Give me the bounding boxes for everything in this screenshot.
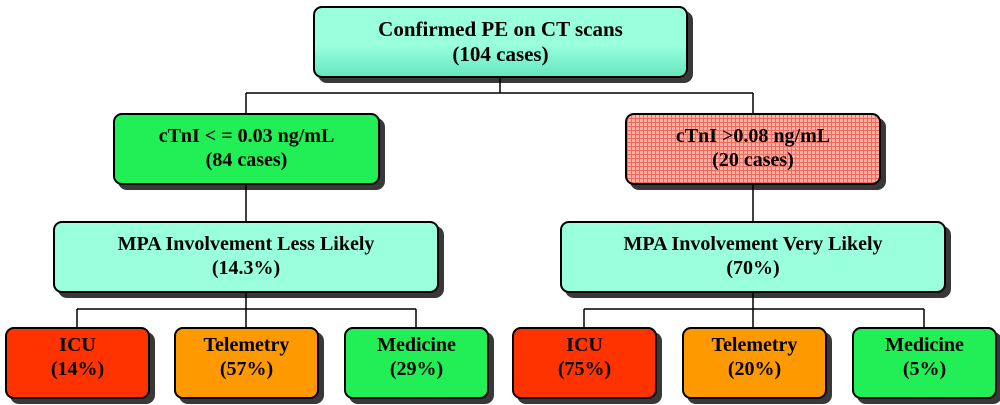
node-right-icu-percent: (75%) <box>557 358 612 380</box>
root-node-count: (104 cases) <box>452 42 549 66</box>
node-ctni-low-label: cTnI < = 0.03 ng/mL <box>158 125 335 148</box>
node-mpa-very-likely: MPA Involvement Very Likely (70%) <box>560 221 946 293</box>
node-right-medicine-label: Medicine <box>885 334 964 357</box>
root-node-title: Confirmed PE on CT scans <box>378 17 623 42</box>
node-right-telemetry-label: Telemetry <box>711 334 798 357</box>
node-left-telemetry-label: Telemetry <box>203 334 290 357</box>
node-ctni-low-count: (84 cases) <box>205 149 288 171</box>
node-ctni-high-label: cTnI >0.08 ng/mL <box>675 125 831 148</box>
node-left-icu: ICU (14%) <box>5 327 150 399</box>
node-ctni-low: cTnI < = 0.03 ng/mL (84 cases) <box>113 113 380 185</box>
node-left-medicine-percent: (29%) <box>389 358 444 380</box>
node-ctni-high-count: (20 cases) <box>712 149 794 171</box>
node-right-medicine: Medicine (5%) <box>852 327 997 399</box>
node-mpa-very-likely-percent: (70%) <box>726 257 780 279</box>
node-left-icu-percent: (14%) <box>50 358 105 380</box>
node-right-medicine-percent: (5%) <box>902 358 947 380</box>
node-right-icu-label: ICU <box>566 334 603 357</box>
node-ctni-high: cTnI >0.08 ng/mL (20 cases) <box>625 113 881 185</box>
node-right-telemetry: Telemetry (20%) <box>682 327 827 399</box>
node-right-icu: ICU (75%) <box>512 327 657 399</box>
node-left-medicine-label: Medicine <box>377 334 456 357</box>
node-mpa-very-likely-label: MPA Involvement Very Likely <box>623 233 883 256</box>
node-left-medicine: Medicine (29%) <box>344 327 489 399</box>
root-node-confirmed-pe: Confirmed PE on CT scans (104 cases) <box>313 6 688 78</box>
node-mpa-less-likely: MPA Involvement Less Likely (14.3%) <box>53 221 439 293</box>
node-left-telemetry: Telemetry (57%) <box>174 327 319 399</box>
node-right-telemetry-percent: (20%) <box>727 358 782 380</box>
node-mpa-less-likely-percent: (14.3%) <box>211 257 281 279</box>
node-left-icu-label: ICU <box>59 334 96 357</box>
node-mpa-less-likely-label: MPA Involvement Less Likely <box>117 233 375 256</box>
node-left-telemetry-percent: (57%) <box>219 358 274 380</box>
